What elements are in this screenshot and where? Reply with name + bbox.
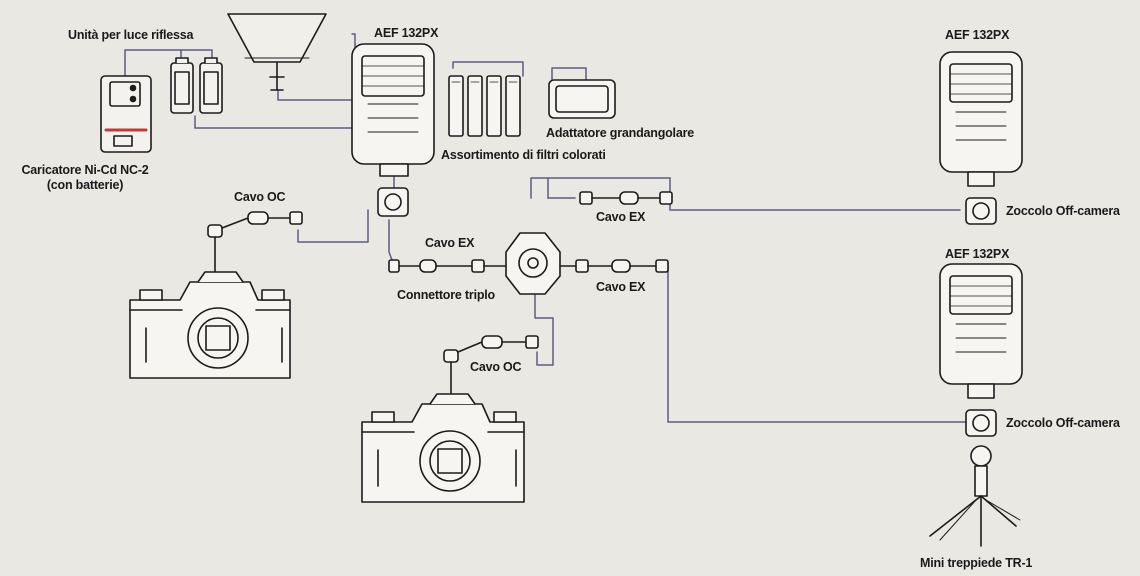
reflector-panel [228, 14, 326, 90]
flash-right-top-label: AEF 132PX [945, 28, 1009, 43]
flash-right-top-art [940, 52, 1022, 224]
camera-left-art [130, 272, 290, 378]
cable-ex-top-right-art [580, 192, 672, 204]
charger-label-line2: (con batterie) [10, 178, 160, 193]
mini-tripod-label: Mini treppiede TR-1 [920, 556, 1032, 571]
wide-adapter-label: Adattatore grandangolare [546, 126, 694, 141]
cable-ex-mid-right-label: Cavo EX [596, 280, 645, 295]
shoe-top-label: Zoccolo Off-camera [1006, 204, 1120, 219]
triple-connector-label: Connettore triplo [397, 288, 495, 303]
reflector-unit-label: Unità per luce riflessa [68, 28, 193, 43]
mini-tripod-art [930, 446, 1020, 546]
cable-oc-top-label: Cavo OC [234, 190, 285, 205]
ni-cd-charger-art [101, 76, 151, 152]
cable-ex-left-label: Cavo EX [425, 236, 474, 251]
camera-bottom-art [362, 394, 524, 502]
triple-connector-art [506, 233, 560, 294]
shoe-bottom-label: Zoccolo Off-camera [1006, 416, 1120, 431]
filters-label: Assortimento di filtri colorati [441, 148, 606, 163]
flash-right-bottom-art [940, 264, 1022, 436]
cable-oc-top-art [208, 212, 302, 275]
wide-adapter-art [549, 80, 615, 118]
filters-art [449, 76, 520, 136]
flash-right-bottom-label: AEF 132PX [945, 247, 1009, 262]
cable-ex-left-art [389, 260, 506, 272]
cable-ex-top-right-label: Cavo EX [596, 210, 645, 225]
charger-label-line1: Caricatore Ni-Cd NC-2 [10, 163, 160, 178]
battery-packs-art [171, 58, 222, 113]
cable-oc-bottom-label: Cavo OC [470, 360, 521, 375]
charger-label: Caricatore Ni-Cd NC-2 (con batterie) [10, 163, 160, 193]
flash-top-label: AEF 132PX [374, 26, 438, 41]
cable-ex-mid-right-art [560, 260, 668, 272]
flash-top-art [352, 44, 434, 216]
